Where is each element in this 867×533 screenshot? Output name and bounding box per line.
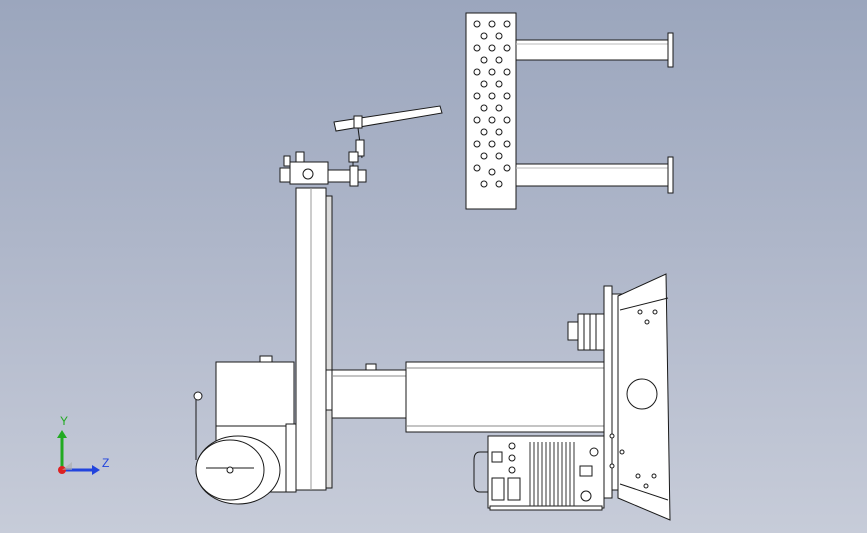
welding-power-source — [473, 435, 605, 511]
perforated-fixture-plate — [465, 12, 517, 210]
horizontal-boom — [331, 361, 605, 433]
z-axis-label: Z — [102, 456, 110, 470]
cable-reel — [193, 391, 281, 505]
drive-motor — [567, 313, 607, 351]
round-support-bar-top — [515, 32, 674, 68]
round-support-bar-bottom — [515, 156, 674, 194]
vertical-column — [295, 187, 335, 491]
coordinate-triad: Y Z — [48, 412, 118, 482]
welding-torch — [333, 105, 443, 170]
torch-clamp-bracket — [279, 151, 367, 187]
mounting-frame — [603, 273, 671, 521]
y-axis-label: Y — [60, 414, 69, 428]
